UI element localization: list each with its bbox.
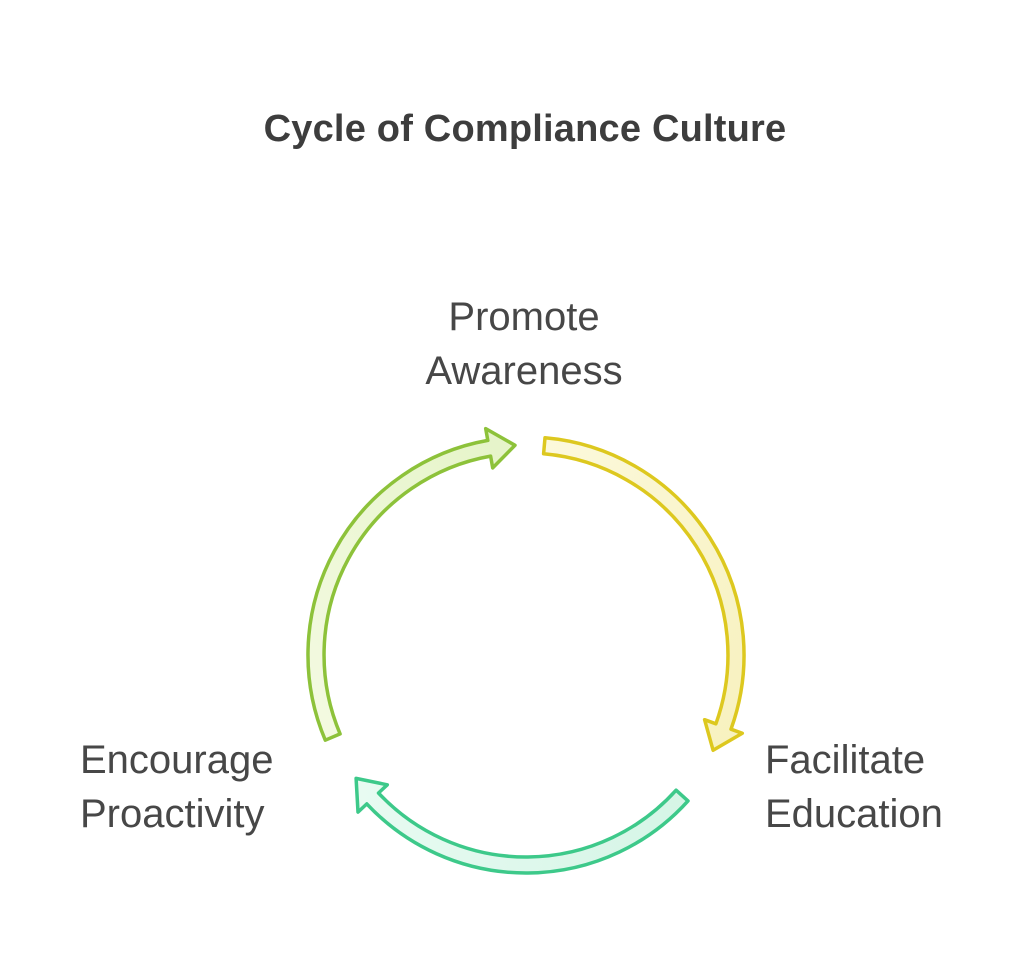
stage-label-line: Promote [448, 295, 600, 339]
stage-label-line: Proactivity [80, 792, 265, 836]
arrow-facilitate-to-encourage [354, 776, 690, 875]
arrow-shape [541, 436, 746, 753]
stage-label-line: Awareness [425, 349, 623, 393]
arrow-promote-to-facilitate [541, 436, 746, 753]
stage-label-line: Education [765, 792, 943, 836]
arrow-shape [306, 426, 517, 742]
stage-label-encourage-proactivity: Encourage Proactivity [80, 733, 273, 841]
stage-label-promote-awareness: Promote Awareness [374, 290, 674, 398]
diagram-title: Cycle of Compliance Culture [263, 108, 787, 150]
stage-label-facilitate-education: Facilitate Education [765, 733, 943, 841]
stage-label-line: Facilitate [765, 738, 926, 782]
arrow-encourage-to-promote [306, 426, 517, 742]
arrow-shape [354, 776, 690, 875]
stage-label-line: Encourage [80, 738, 274, 782]
